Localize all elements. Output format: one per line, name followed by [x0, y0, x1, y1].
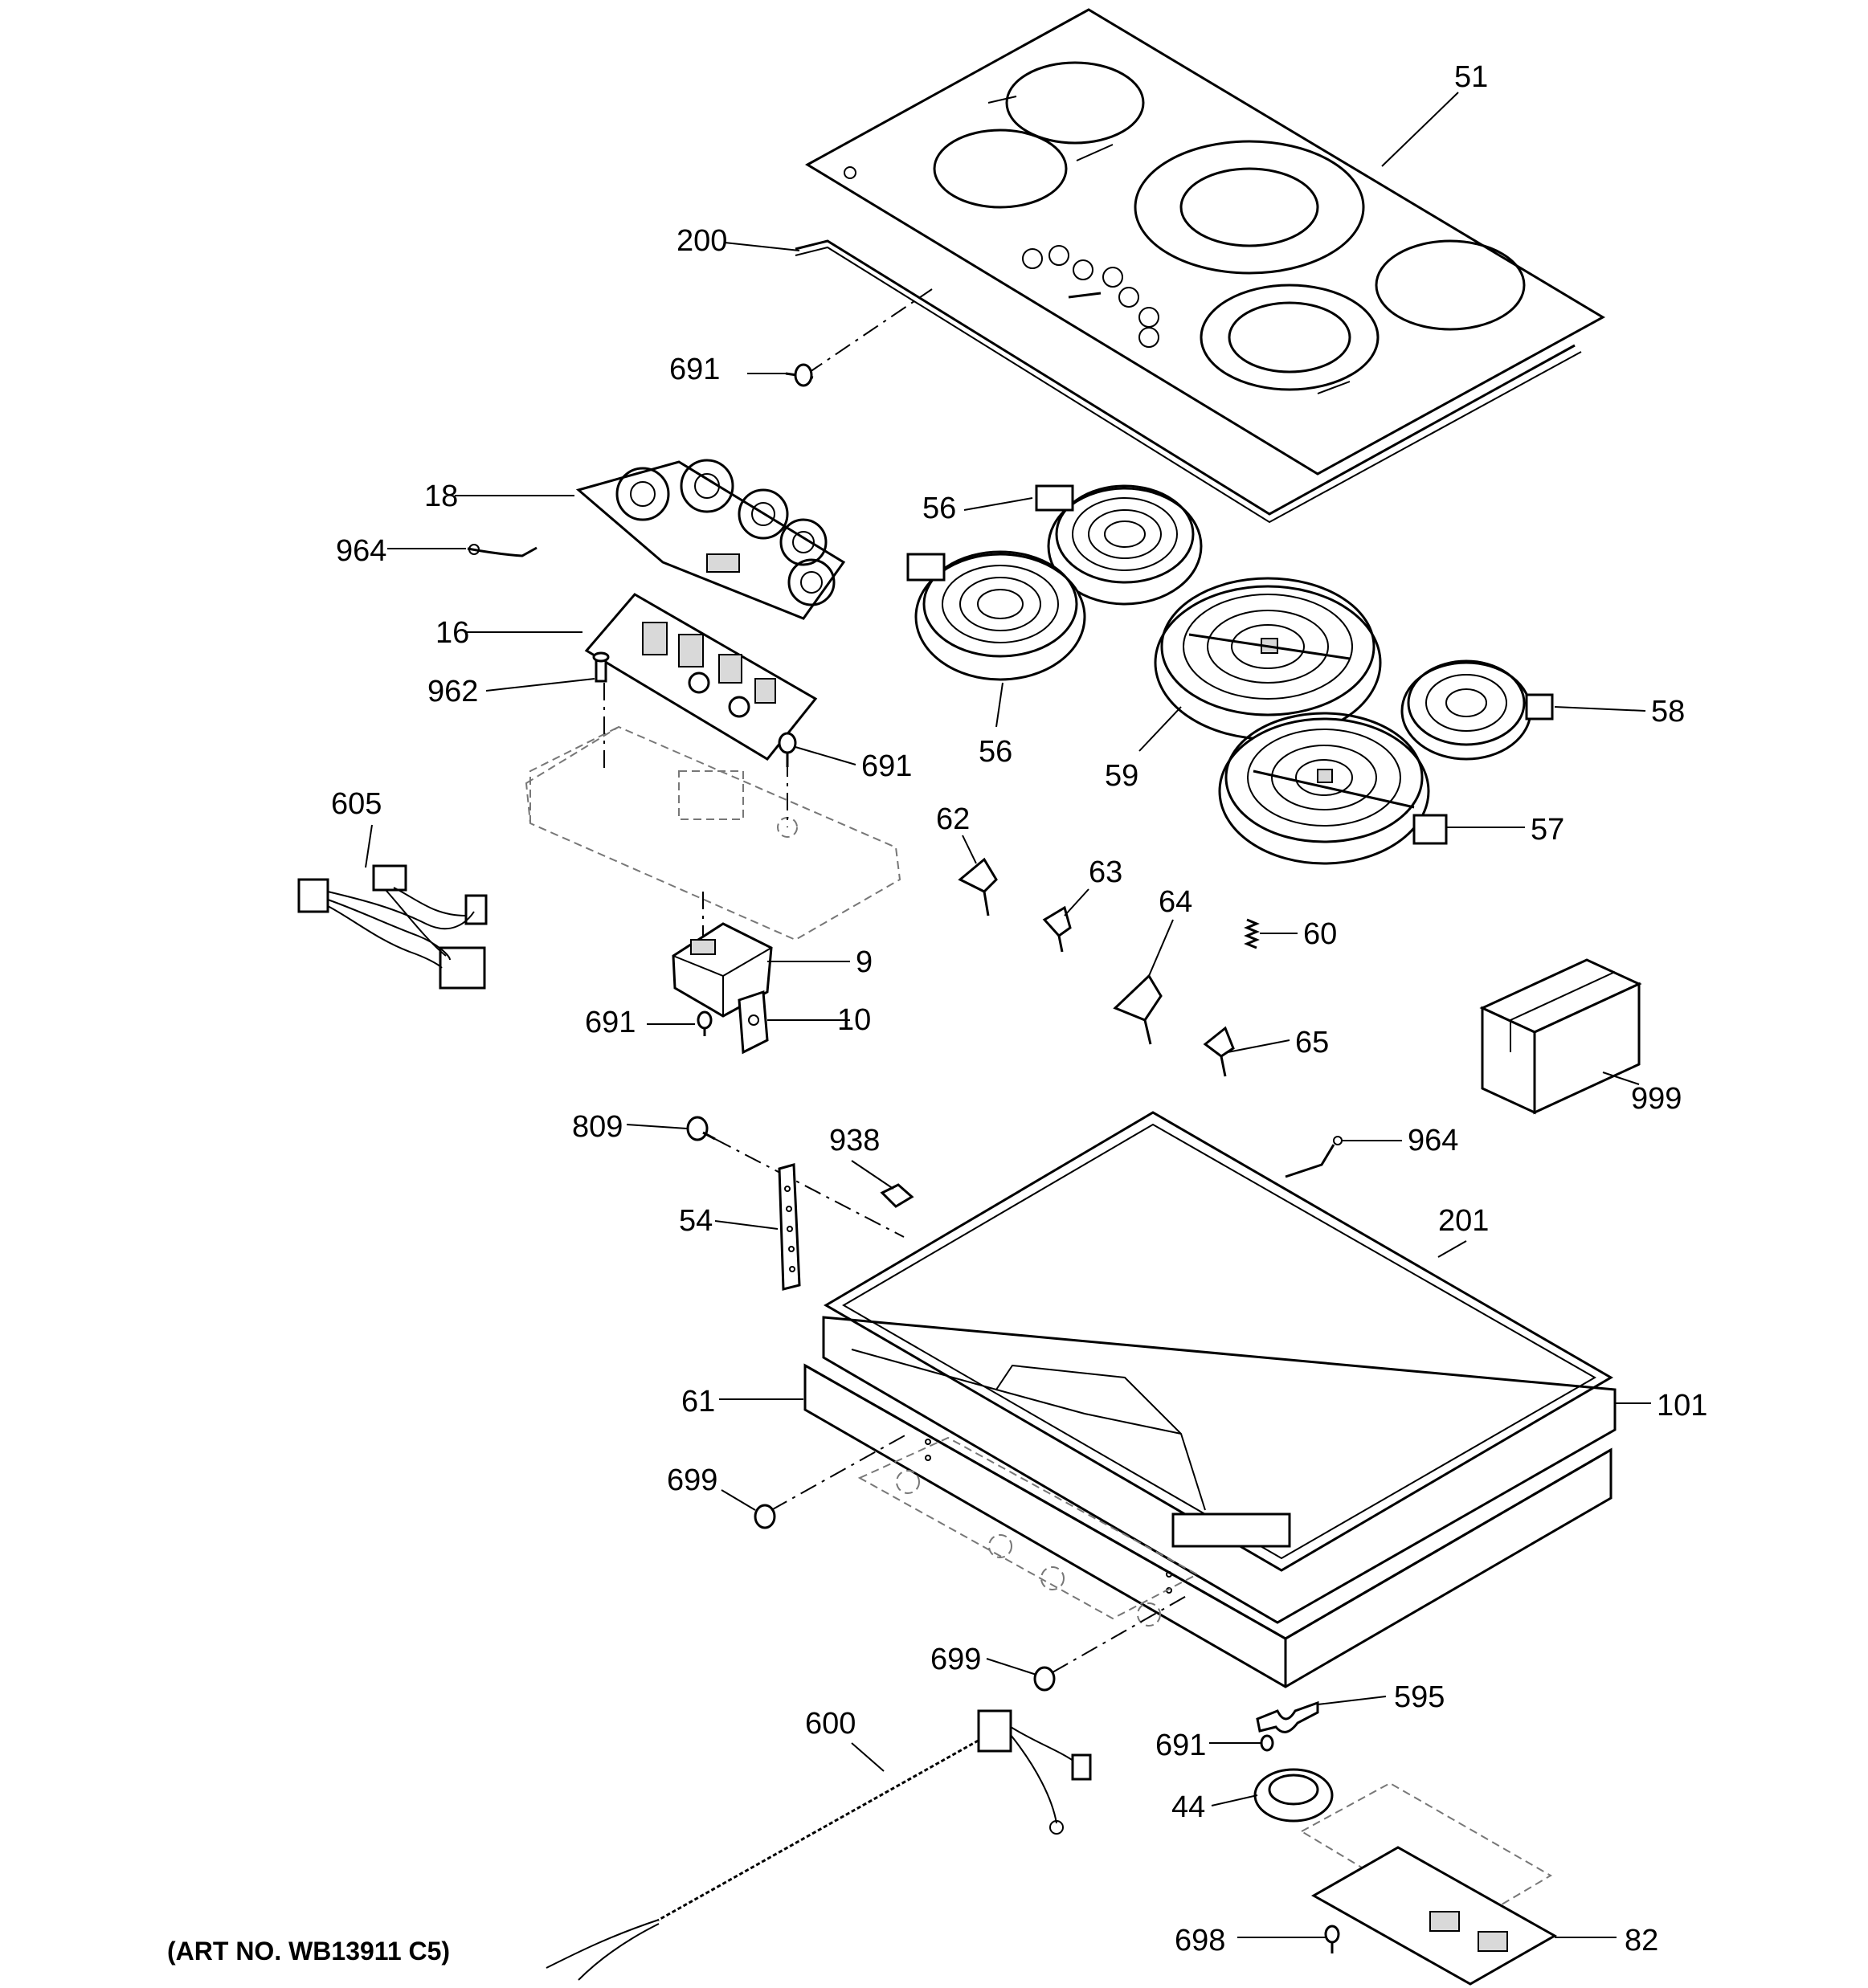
part-54-mounting-strap	[778, 1163, 801, 1291]
callout-691: 691	[669, 353, 720, 386]
art-number-label: (ART NO. WB13911 C5)	[167, 1937, 451, 1966]
part-999-kit-box	[1479, 958, 1642, 1115]
leader-lines	[365, 92, 1651, 1938]
callout-9: 9	[856, 945, 873, 979]
part-809-screw	[686, 1116, 905, 1238]
part-600-power-cord-conduit	[546, 1709, 1092, 1981]
part-56-radiant-element-rear	[1035, 484, 1203, 606]
callout-57: 57	[1531, 813, 1564, 847]
callout-964: 964	[1408, 1124, 1458, 1157]
part-201-frame-gasket	[824, 1111, 1613, 1572]
callout-58: 58	[1651, 695, 1685, 729]
part-938-clip	[880, 1183, 914, 1208]
callout-809: 809	[572, 1110, 623, 1144]
callout-labels: 51 200 691 18 964 16 962 691 605 9 691 1…	[331, 60, 1707, 1957]
callout-999: 999	[1631, 1082, 1682, 1116]
callout-595: 595	[1394, 1680, 1445, 1714]
part-964-wire-upper	[467, 544, 538, 557]
part-605-wire-harness	[297, 864, 488, 990]
callout-201: 201	[1438, 1204, 1489, 1238]
touch-control-icons	[1022, 245, 1159, 348]
callout-691: 691	[1155, 1729, 1206, 1762]
callout-51: 51	[1454, 60, 1488, 94]
part-62-bracket	[958, 857, 998, 916]
part-200-glass-gasket	[795, 239, 1582, 524]
part-10-switch-bracket	[738, 990, 769, 1055]
callout-64: 64	[1159, 885, 1192, 919]
callout-56: 56	[979, 735, 1012, 769]
callout-699: 699	[667, 1463, 717, 1497]
callout-63: 63	[1089, 855, 1122, 889]
part-63-bracket	[1042, 905, 1072, 953]
bottom-cover-outline	[857, 1436, 1200, 1627]
callout-691: 691	[861, 749, 912, 783]
part-9-switch-housing	[672, 922, 773, 1018]
callout-65: 65	[1295, 1026, 1329, 1059]
callout-59: 59	[1105, 759, 1138, 793]
part-58-radiant-element-small	[1400, 659, 1554, 761]
part-691-screw-lower	[697, 1010, 713, 1036]
part-595-cord-clamp	[1256, 1700, 1319, 1733]
part-60-spring	[1244, 918, 1260, 949]
part-57-dual-radiant-element	[1218, 712, 1448, 865]
callout-60: 60	[1303, 917, 1337, 951]
part-962-standoff	[592, 651, 610, 683]
part-691-screw-bottom	[1260, 1734, 1274, 1752]
control-mounting-bracket-outline	[525, 683, 901, 972]
callout-962: 962	[427, 675, 478, 708]
part-65-bracket	[1203, 1026, 1235, 1077]
callout-62: 62	[936, 802, 970, 836]
part-699-screw-lower	[1033, 1594, 1190, 1692]
part-698-screw	[1324, 1925, 1340, 1953]
callout-605: 605	[331, 787, 382, 821]
callout-200: 200	[676, 224, 727, 258]
part-82-relay-board	[1299, 1782, 1558, 1986]
part-44-grommet	[1253, 1768, 1334, 1823]
callout-691: 691	[585, 1006, 636, 1039]
callout-44: 44	[1171, 1790, 1205, 1824]
callout-964: 964	[336, 534, 386, 568]
part-56-radiant-element-front	[906, 550, 1086, 681]
callout-938: 938	[829, 1124, 880, 1157]
callout-101: 101	[1657, 1389, 1707, 1423]
part-101-burner-box	[822, 1316, 1617, 1624]
callout-600: 600	[805, 1707, 856, 1741]
part-691-screw-bracket	[778, 732, 797, 767]
callout-56: 56	[922, 492, 956, 525]
callout-16: 16	[435, 616, 469, 650]
callout-699: 699	[930, 1643, 981, 1676]
part-51-glass-cooktop	[805, 8, 1606, 476]
part-964-wire-lower	[1285, 1136, 1343, 1178]
part-61-bottom-pan	[803, 1363, 1613, 1688]
callout-10: 10	[837, 1003, 871, 1037]
part-18-touch-control-board	[575, 459, 846, 620]
part-64-bracket	[1113, 974, 1163, 1045]
part-691-screw-upper	[785, 363, 814, 387]
callout-18: 18	[424, 480, 458, 513]
callout-82: 82	[1625, 1924, 1658, 1957]
part-699-screw-upper	[754, 1433, 909, 1529]
callout-698: 698	[1175, 1924, 1225, 1957]
part-16-power-board	[584, 593, 818, 761]
callout-61: 61	[681, 1385, 715, 1419]
callout-54: 54	[679, 1204, 713, 1238]
